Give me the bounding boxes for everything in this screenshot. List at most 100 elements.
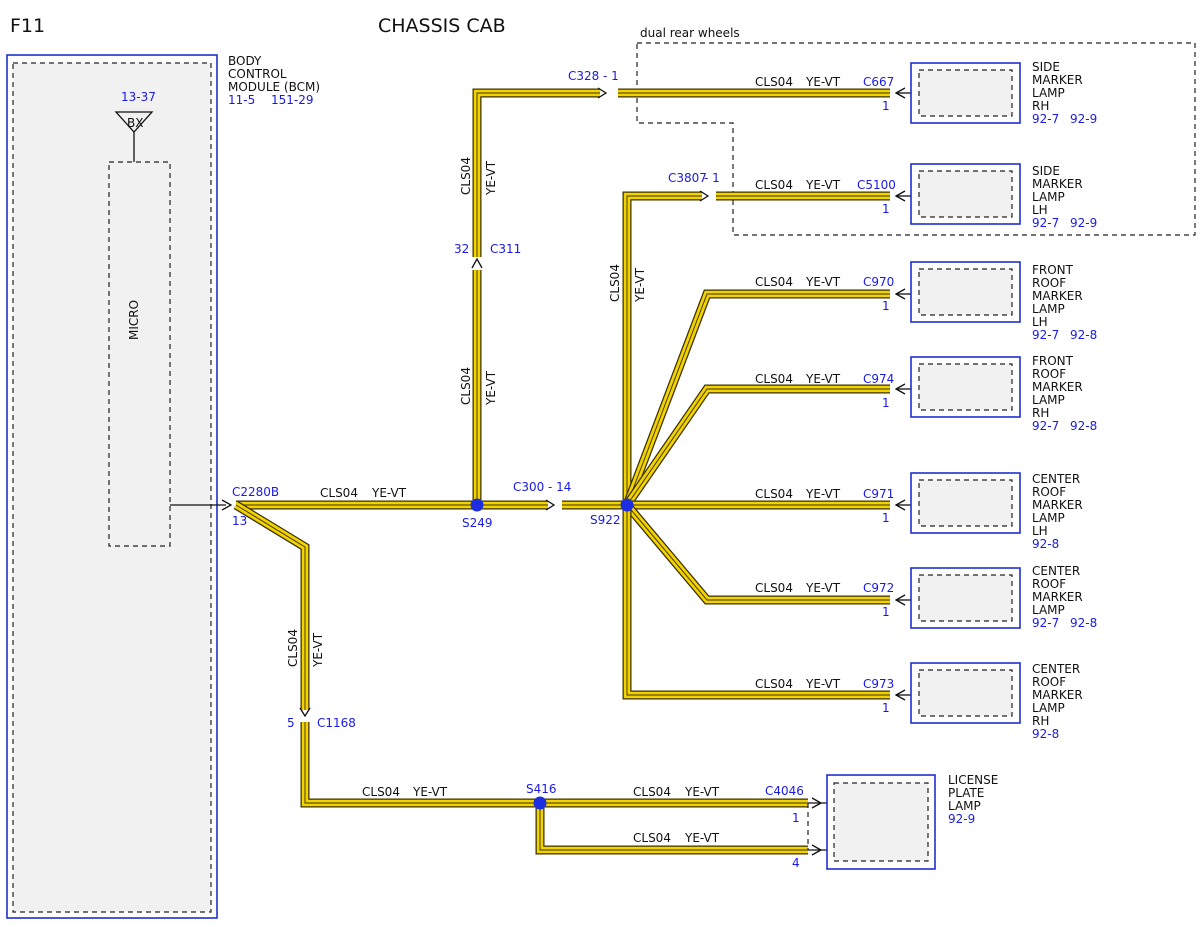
ground-label: BX [127,116,143,130]
load-ref-b: 92-8 [1070,419,1097,433]
connector-c971: C971 [863,487,894,501]
wire-circuit-label: CLS04 [459,367,473,405]
page-id: F11 [10,15,45,37]
load-name-line: MARKER [1032,73,1083,87]
load-name-line: LAMP [1032,393,1065,407]
load-name-line: LAMP [1032,190,1065,204]
load-center-roof-marker: CLS04 YE-VT C972 1 CENTER ROOF MARKER LA… [755,564,1097,630]
load-name-line: MARKER [1032,688,1083,702]
wire-color-label: YE-VT [805,581,841,595]
wire-circuit-label: CLS04 [755,677,793,691]
wire-circuit-label: CLS04 [633,785,671,799]
wire-color-label: YE-VT [484,370,498,406]
wire-color-label: YE-VT [805,275,841,289]
load-name-line: CENTER [1032,662,1080,676]
ground-ref: 13-37 [121,90,156,104]
load-name-line: LH [1032,203,1048,217]
load-ref-a: 92-8 [1032,727,1059,741]
connector-c1168-pin: 5 [287,716,295,730]
splice-s249 [470,498,484,512]
page-title: CHASSIS CAB [378,15,506,37]
c300-arrow-icon [545,499,556,511]
wire-s922-to-c972 [623,502,890,605]
wire-circuit-label: CLS04 [755,75,793,89]
load-name-line: SIDE [1032,60,1060,74]
splice-s922-label: S922 [590,513,621,527]
connector-c5100: C5100 [857,178,896,192]
load-name-line: LAMP [948,799,981,813]
connector-c972: C972 [863,581,894,595]
load-name-line: LAMP [1032,86,1065,100]
wire-s922-to-c3807 [622,191,702,505]
connector-c300: C300 [513,480,544,494]
connector-c974-pin: 1 [882,396,890,410]
connector-arrow-icon [221,499,233,511]
load-name-line: LICENSE [948,773,998,787]
c1168-arrow-icon [299,707,311,718]
load-name-line: ROOF [1032,485,1066,499]
connector-c970-pin: 1 [882,299,890,313]
wire-s416-to-c4046-4 [535,803,808,855]
load-license-plate-lamp: C4046 1 4 LICENSE PLATE LAMP 92-9 [765,773,998,870]
wire-s922-to-c974 [623,384,890,508]
load-name-line: SIDE [1032,164,1060,178]
splice-s922 [620,498,634,512]
load-name-line: MARKER [1032,380,1083,394]
ground-symbol-icon [114,111,154,162]
load-name-line: ROOF [1032,675,1066,689]
connector-c328-pin: - 1 [603,69,619,83]
load-name-line: LAMP [1032,511,1065,525]
load-name-line: LH [1032,524,1048,538]
connector-c328: C328 [568,69,599,83]
bcm-module: MICRO BX 13-37 [6,54,233,919]
load-center-roof-marker-rh: CLS04 YE-VT C973 1 CENTER ROOF MARKER LA… [755,662,1083,741]
connector-c3807: C3807 [668,171,707,185]
load-center-roof-marker-lh: CLS04 YE-VT C971 1 CENTER ROOF MARKER LA… [755,472,1083,551]
wire-color-label: YE-VT [684,831,720,845]
load-name-line: FRONT [1032,263,1074,277]
load-name-line: RH [1032,714,1049,728]
load-ref-a: 92-7 [1032,616,1059,630]
wire-circuit-label: CLS04 [755,178,793,192]
wire-color-label: YE-VT [633,267,647,303]
dual-rear-wheels-label: dual rear wheels [640,26,740,40]
load-name-line: CENTER [1032,564,1080,578]
load-name-line: LAMP [1032,603,1065,617]
load-name-line: PLATE [948,786,984,800]
load-name-line: RH [1032,99,1049,113]
connector-c2280b: C2280B [232,485,279,499]
bcm-name-3: MODULE (BCM) [228,80,320,94]
connector-c311: C311 [490,242,521,256]
connector-c5100-pin: 1 [882,202,890,216]
load-name-line: ROOF [1032,276,1066,290]
connector-c4046-pin-a: 1 [792,811,800,825]
connector-c974: C974 [863,372,894,386]
load-ref-b: 92-9 [1070,216,1097,230]
load-ref-a: 92-7 [1032,328,1059,342]
micro-label: MICRO [127,300,141,340]
load-ref-a: 92-8 [1032,537,1059,551]
wire-color-label: YE-VT [311,632,325,668]
wire-color-label: YE-VT [805,75,841,89]
load-name-line: RH [1032,406,1049,420]
load-front-roof-marker-lh: CLS04 YE-VT C970 1 FRONT ROOF MARKER LAM… [755,261,1097,342]
c328-arrow-icon [597,87,608,99]
load-ref-a: 92-7 [1032,419,1059,433]
wire-s922-to-c973 [622,505,890,700]
load-side-marker-rh: CLS04 YE-VT C667 1 SIDE MARKER LAMP RH 9… [755,60,1097,126]
connector-c973-pin: 1 [882,701,890,715]
wire-circuit-label: CLS04 [459,157,473,195]
connector-c667: C667 [863,75,894,89]
connector-c1168: C1168 [317,716,356,730]
load-name-line: MARKER [1032,177,1083,191]
wire-circuit-label: CLS04 [755,372,793,386]
wire-circuit-label: CLS04 [755,487,793,501]
connector-c971-pin: 1 [882,511,890,525]
wire-c311-to-c328 [472,88,600,257]
load-name-line: ROOF [1032,367,1066,381]
load-name-line: LH [1032,315,1048,329]
splice-s416-label: S416 [526,782,557,796]
connector-c973: C973 [863,677,894,691]
bcm-name-1: BODY [228,54,262,68]
